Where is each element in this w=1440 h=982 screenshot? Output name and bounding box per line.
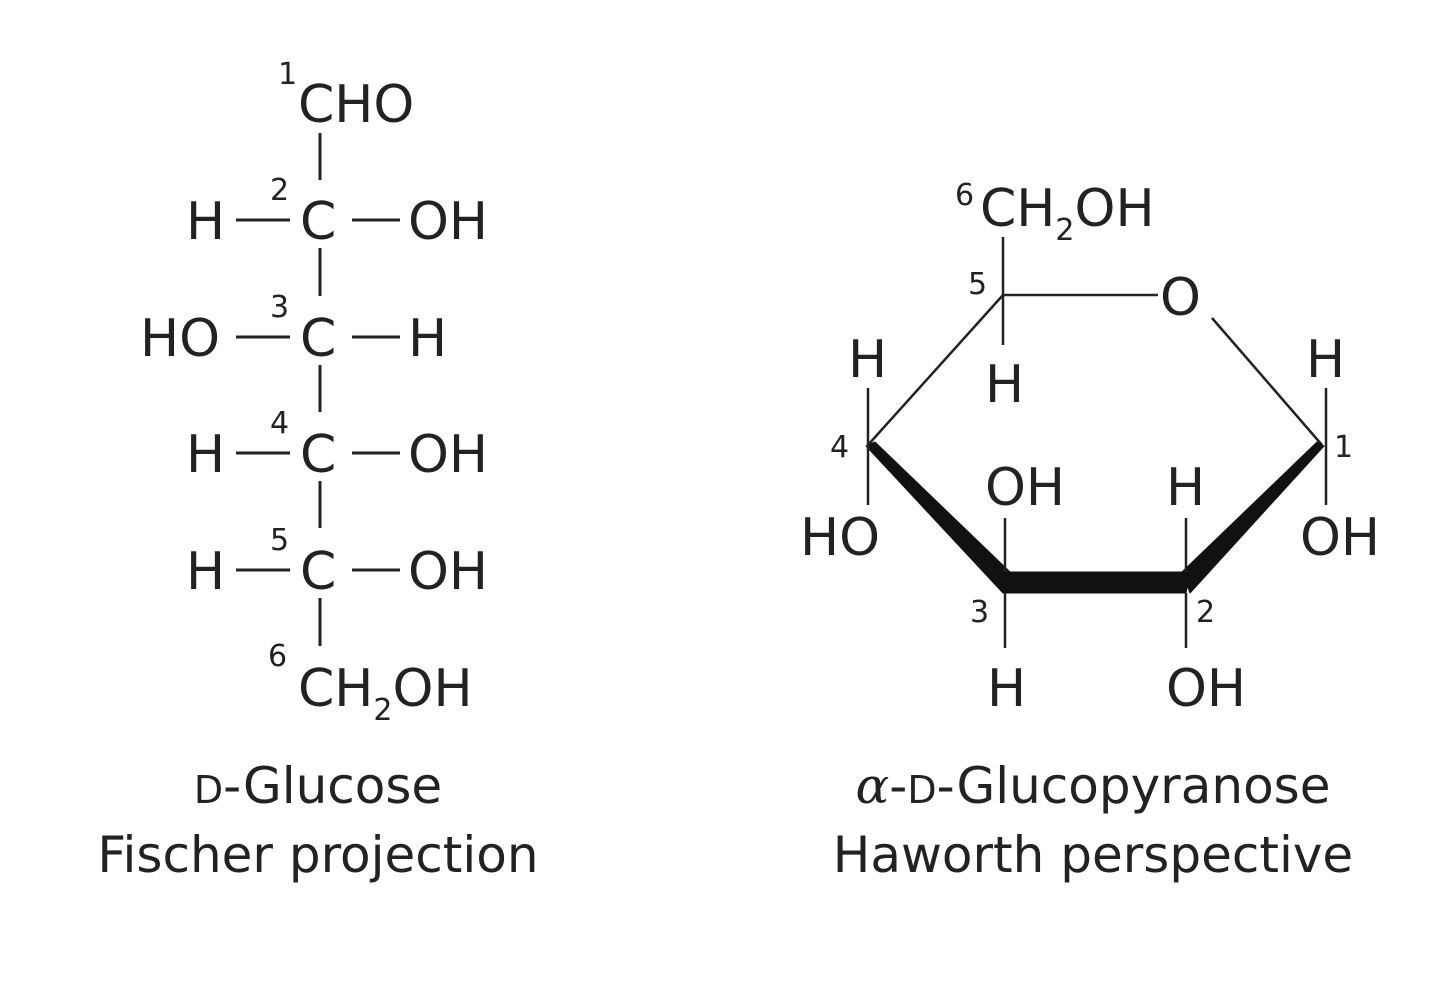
fischer-caption-smallcaps: D: [194, 768, 223, 812]
haworth-ring-oxygen: O: [1160, 268, 1201, 328]
fischer-c4-left: H: [186, 425, 225, 485]
fischer-c6-group-end: OH: [393, 659, 473, 719]
haworth-c5-number: 5: [968, 267, 987, 302]
haworth-c3-up: OH: [985, 458, 1065, 518]
fischer-caption-subtitle: Fischer projection: [97, 826, 538, 884]
haworth-caption-alpha: α: [856, 757, 890, 815]
haworth-c1-up: H: [1306, 330, 1345, 390]
fischer-c5-number: 5: [270, 523, 289, 558]
ring-bond-o-c1: [1211, 317, 1323, 446]
haworth-c4-number: 4: [830, 430, 849, 465]
haworth-c6-group-end: OH: [1075, 179, 1155, 239]
haworth-caption-subtitle: Haworth perspective: [833, 826, 1353, 884]
haworth-c4-down: HO: [800, 508, 880, 568]
haworth-c1-down: OH: [1300, 508, 1380, 568]
haworth-caption-title: α-D-Glucopyranose: [856, 757, 1331, 815]
haworth-perspective: 6 CH2OH O 5 H H 4 HO OH 3 H H 2 OH H 1 O…: [800, 178, 1380, 884]
haworth-c3-down: H: [987, 659, 1026, 719]
fischer-projection: 1 CHO H 2 C OH HO 3 C H H 4 C OH H 5 C O…: [97, 57, 538, 884]
fischer-c2-left: H: [186, 192, 225, 252]
fischer-c3-carbon: C: [300, 309, 336, 369]
fischer-caption-title: D-Glucose: [194, 757, 442, 815]
fischer-c3-right: H: [408, 309, 447, 369]
fischer-c1-number: 1: [278, 57, 297, 92]
haworth-c2-number: 2: [1196, 595, 1215, 630]
fischer-c2-carbon: C: [300, 192, 336, 252]
haworth-c3-number: 3: [970, 595, 989, 630]
fischer-c4-right: OH: [408, 425, 488, 485]
fischer-c6-group: CH2OH: [298, 659, 473, 728]
haworth-c4-up: H: [848, 330, 887, 390]
ring-bond-c3-c2: [1002, 571, 1191, 594]
haworth-c6-group-main: CH: [980, 179, 1055, 239]
fischer-c6-group-subscript: 2: [373, 693, 392, 728]
fischer-c5-right: OH: [408, 542, 488, 602]
fischer-c5-carbon: C: [300, 542, 336, 602]
fischer-c1-group: CHO: [298, 75, 414, 135]
haworth-c2-up: H: [1166, 458, 1205, 518]
ring-bond-c2-c1: [1181, 441, 1325, 594]
fischer-c4-carbon: C: [300, 425, 336, 485]
haworth-c6-number: 6: [955, 178, 974, 213]
fischer-c6-number: 6: [268, 639, 287, 674]
fischer-c2-number: 2: [270, 173, 289, 208]
haworth-caption-rest: -Glucopyranose: [937, 757, 1331, 815]
fischer-c6-group-main: CH: [298, 659, 373, 719]
haworth-caption-smallcaps: D: [907, 768, 936, 812]
haworth-c2-down: OH: [1166, 659, 1246, 719]
haworth-c6-group-subscript: 2: [1055, 213, 1074, 248]
fischer-c2-right: OH: [408, 192, 488, 252]
fischer-c3-number: 3: [270, 290, 289, 325]
haworth-caption-dash: -: [889, 757, 907, 815]
haworth-c1-number: 1: [1334, 430, 1353, 465]
haworth-c6-group: CH2OH: [980, 179, 1155, 248]
fischer-caption-rest: -Glucose: [223, 757, 442, 815]
haworth-c5-down: H: [985, 355, 1024, 415]
fischer-c3-left: HO: [140, 309, 220, 369]
fischer-c4-number: 4: [270, 406, 289, 441]
fischer-c5-left: H: [186, 542, 225, 602]
ring-bond-c4-c5: [867, 294, 1004, 446]
